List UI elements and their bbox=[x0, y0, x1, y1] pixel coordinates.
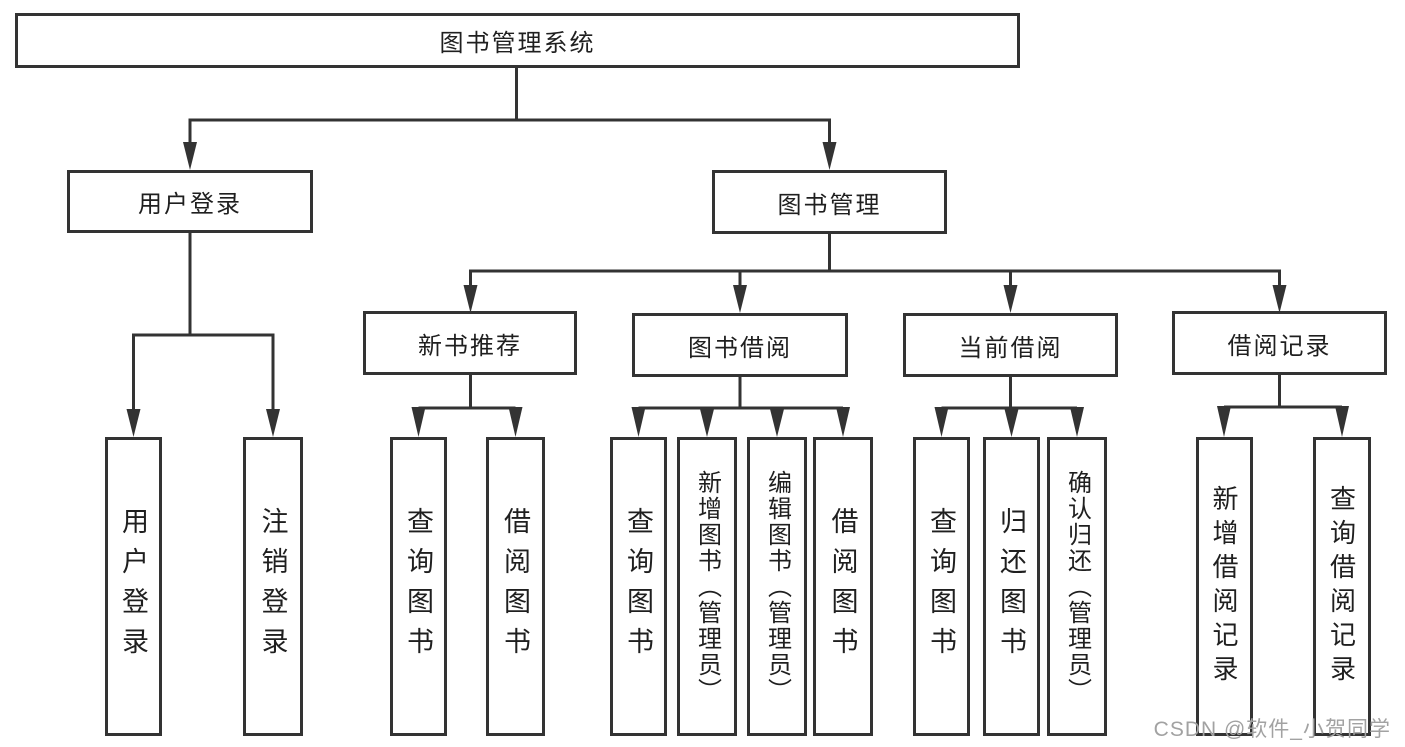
arrowhead bbox=[508, 407, 523, 437]
node-leaf-confirm-return-admin: 确认归还（管理员） bbox=[1047, 437, 1107, 736]
arrowhead bbox=[934, 407, 949, 437]
arrowhead bbox=[1004, 409, 1019, 437]
node-label: 注销登录 bbox=[257, 506, 288, 667]
arrowhead bbox=[733, 285, 747, 313]
node-label: 当前借阅 bbox=[958, 334, 1063, 362]
node-label: 用户登录 bbox=[138, 191, 242, 218]
node-label: 图书借阅 bbox=[688, 334, 792, 362]
arrowhead bbox=[700, 409, 714, 437]
edge-book-borrow-children bbox=[638, 377, 843, 410]
node-leaf-borrow-books: 借阅图书 bbox=[813, 437, 873, 736]
arrowhead bbox=[822, 142, 837, 170]
arrowhead bbox=[836, 407, 850, 437]
node-library-management-system: 图书管理系统 bbox=[15, 13, 1020, 68]
node-leaf-borrow-books-recommend: 借阅图书 bbox=[486, 437, 545, 736]
arrowhead bbox=[631, 407, 646, 437]
node-label: 借阅图书 bbox=[500, 506, 530, 667]
node-label: 借阅记录 bbox=[1227, 332, 1332, 360]
node-label: 查询图书 bbox=[926, 506, 956, 667]
node-borrowing-records: 借阅记录 bbox=[1172, 311, 1387, 375]
node-leaf-query-books-recommend: 查询图书 bbox=[390, 437, 447, 736]
edge-book-management-children bbox=[469, 234, 1281, 286]
node-label: 确认归还（管理员） bbox=[1063, 469, 1091, 704]
edge-borrow-records-children bbox=[1224, 375, 1342, 409]
node-label: 借阅图书 bbox=[827, 506, 858, 667]
node-leaf-user-login: 用户登录 bbox=[105, 437, 162, 736]
arrowhead bbox=[1217, 406, 1231, 437]
arrowhead bbox=[126, 409, 141, 437]
node-label: 图书管理 bbox=[777, 191, 882, 219]
node-current-borrowing: 当前借阅 bbox=[903, 313, 1118, 377]
edge-current-borrow-children bbox=[941, 377, 1077, 410]
node-label: 归还图书 bbox=[996, 506, 1026, 667]
node-leaf-add-book-admin: 新增图书（管理员） bbox=[677, 437, 737, 736]
node-leaf-logout: 注销登录 bbox=[243, 437, 303, 736]
node-label: 新书推荐 bbox=[418, 332, 522, 360]
edge-user-login-children bbox=[132, 233, 275, 410]
node-label: 查询借阅记录 bbox=[1326, 484, 1357, 689]
node-leaf-return-book: 归还图书 bbox=[983, 437, 1040, 736]
node-label: 查询图书 bbox=[623, 506, 653, 667]
node-label: 查询图书 bbox=[403, 506, 433, 667]
node-label: 编辑图书（管理员） bbox=[763, 469, 791, 704]
node-leaf-query-books-borrow: 查询图书 bbox=[610, 437, 667, 736]
csdn-watermark: CSDN @软件_小贺同学 bbox=[1153, 718, 1391, 741]
node-book-management: 图书管理 bbox=[712, 170, 947, 234]
node-leaf-query-books-current: 查询图书 bbox=[913, 437, 970, 736]
arrowhead bbox=[1272, 285, 1287, 313]
edge-new-books-children bbox=[418, 375, 516, 410]
node-user-login: 用户登录 bbox=[67, 170, 313, 233]
arrowhead bbox=[1003, 285, 1018, 313]
node-label: 用户登录 bbox=[118, 506, 148, 667]
arrowhead bbox=[266, 409, 280, 437]
arrowhead bbox=[770, 409, 784, 437]
arrowhead bbox=[411, 407, 426, 437]
node-book-borrowing: 图书借阅 bbox=[632, 313, 848, 377]
node-leaf-edit-book-admin: 编辑图书（管理员） bbox=[747, 437, 807, 736]
node-label: 图书管理系统 bbox=[439, 30, 596, 57]
node-label: 新增借阅记录 bbox=[1209, 484, 1239, 689]
node-leaf-add-borrow-record: 新增借阅记录 bbox=[1196, 437, 1253, 736]
arrowhead bbox=[183, 142, 197, 170]
edge-root-to-level2 bbox=[188, 68, 831, 144]
arrowhead bbox=[1070, 407, 1084, 437]
node-label: 新增图书（管理员） bbox=[693, 469, 721, 704]
arrowhead bbox=[1335, 406, 1349, 437]
arrowhead bbox=[463, 285, 478, 313]
node-new-book-recommendation: 新书推荐 bbox=[363, 311, 577, 375]
node-leaf-query-borrow-record: 查询借阅记录 bbox=[1313, 437, 1371, 736]
